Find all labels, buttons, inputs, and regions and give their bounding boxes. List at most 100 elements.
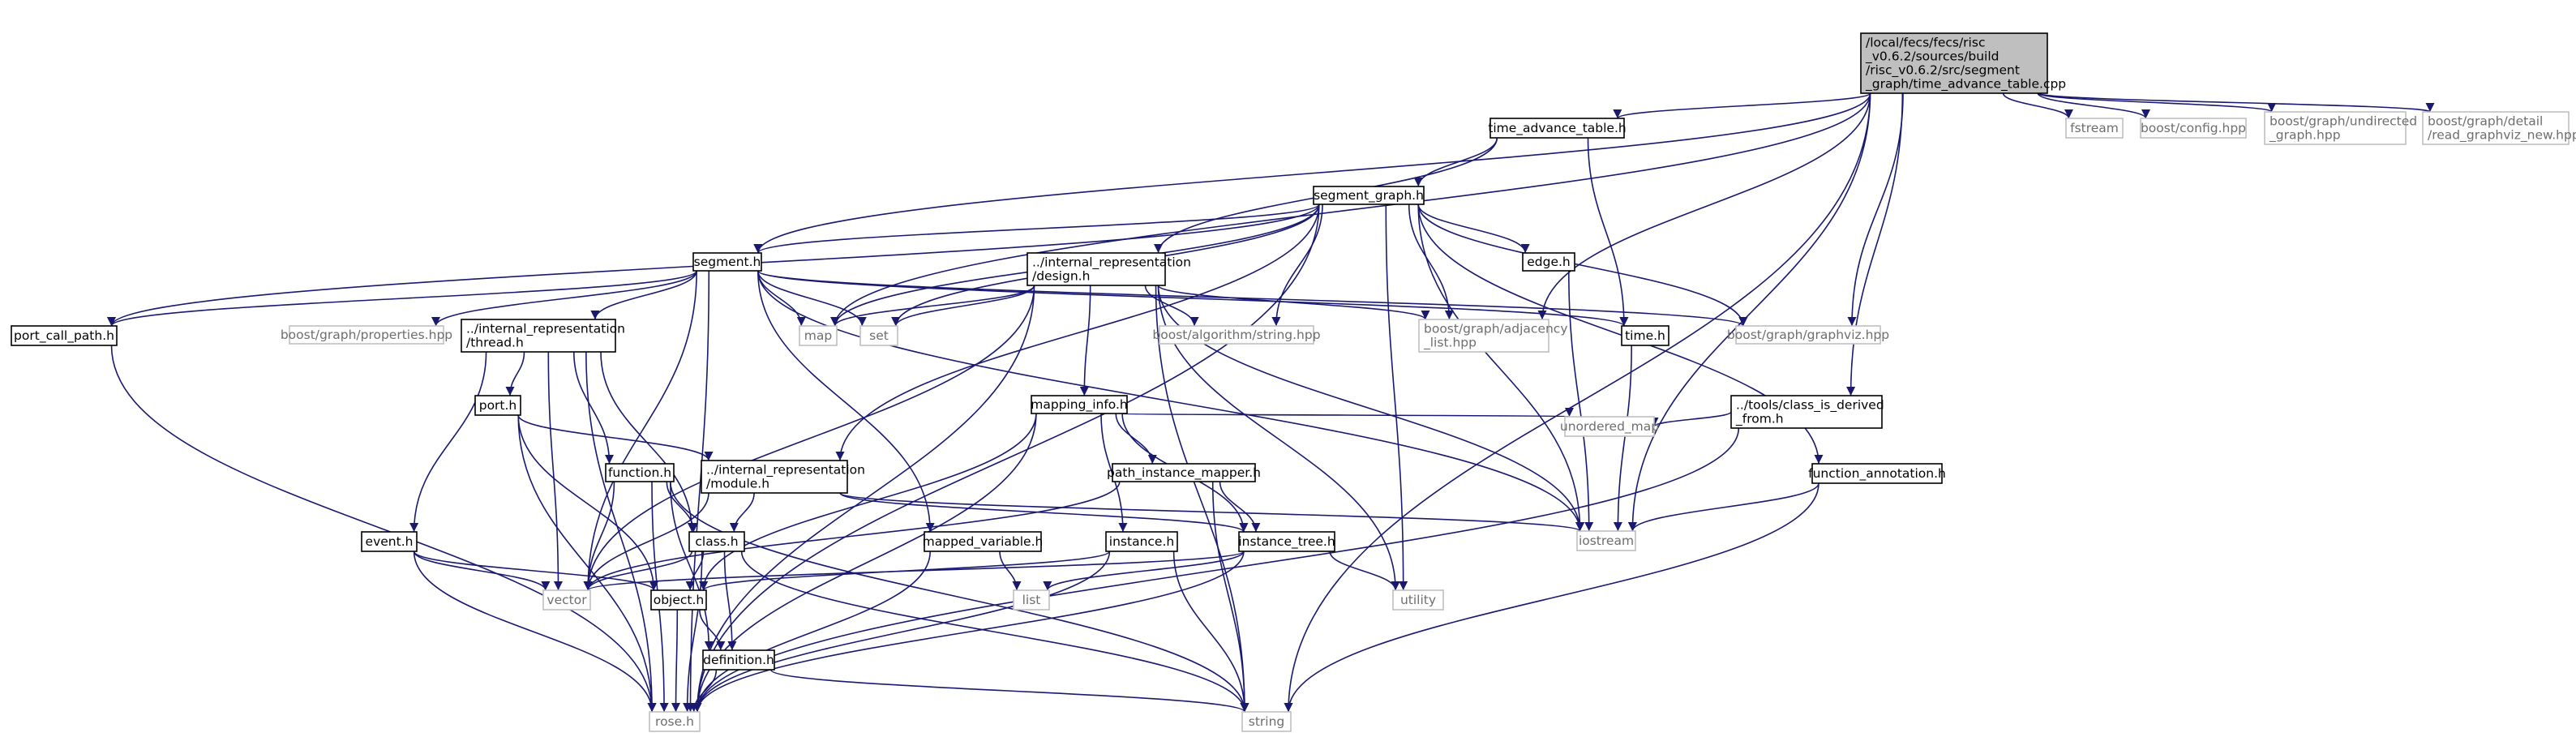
edge-port_call_path_h-to-rose_h — [110, 345, 657, 713]
node-box — [289, 325, 444, 345]
node-mapping-info-h[interactable]: mapping_info.h — [1031, 395, 1128, 414]
edge-design_h-to-set — [891, 285, 1035, 327]
edge-root-to-boost_read_graphviz — [2037, 92, 2434, 113]
node-function-h[interactable]: function.h — [605, 463, 675, 482]
node-box — [2140, 118, 2247, 139]
edge-module_h-to-iostream — [839, 492, 1584, 532]
edge-segment_h-to-time_h — [757, 270, 1629, 327]
node-box — [1105, 531, 1178, 552]
node-box — [702, 649, 775, 671]
node-box — [1576, 530, 1636, 551]
node-boost-undirected: boost/graph/undirected_graph.hpp — [2264, 111, 2417, 145]
edge-mapping_info_h-to-unordered_map — [1121, 406, 1571, 418]
edge-thread_h-to-function_h — [573, 351, 614, 465]
edge-mapped_variable_h-to-list — [999, 551, 1022, 591]
node-instance-tree-h[interactable]: instance_tree.h — [1238, 531, 1335, 552]
edge-segment_graph_h-to-edge_h — [1417, 204, 1530, 254]
node-label: boost/graph/graphviz.hpp — [1727, 328, 1889, 342]
node-vector: vector — [542, 589, 591, 611]
edge-design_h-to-map — [830, 285, 1035, 327]
edge-tat_h-to-time_h — [1587, 137, 1629, 327]
node-box — [542, 589, 591, 611]
node-boost-adjacency: boost/graph/adjacency_list.hpp — [1418, 319, 1568, 353]
edge-mapping_info_h-to-path_instance_mapper_h — [1115, 413, 1157, 465]
node-event-h[interactable]: event.h — [361, 531, 418, 552]
node-label: mapping_info.h — [1031, 397, 1128, 413]
edge-segment_graph_h-to-segment_h — [753, 204, 1320, 254]
node-unordered-map: unordered_map — [1560, 416, 1659, 437]
node-label: utility — [1400, 593, 1436, 607]
node-port-call-path-h[interactable]: port_call_path.h — [11, 325, 118, 346]
node-box — [474, 395, 521, 416]
edge-module_h-to-vector — [583, 492, 709, 591]
edge-segment_graph_h-to-boost_graphviz — [1417, 204, 1748, 327]
edge-event_h-to-rose_h — [413, 551, 657, 713]
node-label: function_annotation.h — [1808, 466, 1946, 482]
edge-segment_h-to-rose_h — [686, 270, 710, 713]
edge-segment_h-to-thread_h — [590, 270, 697, 320]
node-list: list — [1013, 589, 1050, 611]
node-time-h[interactable]: time.h — [1621, 325, 1669, 346]
node-label: edge.h — [1527, 255, 1571, 269]
edge-root-to-segment_h — [753, 92, 1871, 254]
node-class-h[interactable]: class.h — [688, 531, 745, 552]
edge-segment_h-to-boost_graphviz — [757, 270, 1747, 327]
edge-instance_tree_h-to-vector — [584, 551, 1245, 591]
node-box — [1489, 118, 1625, 139]
node-label: ../internal_representation/design.h — [1032, 255, 1191, 284]
node-box — [1159, 325, 1314, 345]
node-box — [1418, 319, 1549, 353]
edge-instance_tree_h-to-utility — [1329, 551, 1400, 591]
node-mapped-variable-h[interactable]: mapped_variable.h — [923, 531, 1044, 552]
node-path-instance-mapper-h[interactable]: path_instance_mapper.h — [1107, 463, 1261, 482]
node-label: iostream — [1579, 533, 1634, 548]
node-box — [361, 531, 418, 552]
node-box — [11, 325, 118, 346]
edge-class_h-to-rose_h — [683, 551, 703, 713]
edge-root-to-class_is_derived_h — [1846, 92, 1904, 396]
node-label: rose.h — [655, 714, 694, 729]
node-label: port_call_path.h — [14, 328, 114, 344]
edge-class_h-to-vector — [583, 551, 693, 591]
edge-time_h-to-iostream — [1613, 345, 1632, 532]
node-box — [1621, 325, 1669, 346]
edge-function_h-to-string — [670, 481, 1249, 713]
node-port-h[interactable]: port.h — [474, 395, 521, 416]
edge-segment_h-to-set — [757, 270, 867, 327]
edge-function_h-to-class_h — [666, 481, 698, 533]
node-edge-h[interactable]: edge.h — [1522, 252, 1575, 272]
node-box — [799, 325, 838, 346]
node-definition-h[interactable]: definition.h — [702, 649, 775, 671]
edge-tat_h-to-segment_graph_h — [1413, 137, 1498, 187]
node-label: instance.h — [1109, 534, 1174, 549]
edges-layer — [107, 92, 2434, 713]
node-box — [650, 589, 707, 611]
node-label: object.h — [654, 593, 705, 607]
edge-port_h-to-module_h — [517, 414, 714, 461]
node-label: function.h — [608, 465, 671, 480]
node-thread-h[interactable]: ../internal_representation/thread.h — [461, 319, 625, 353]
node-segment-h[interactable]: segment.h — [692, 252, 762, 272]
edge-class_is_derived_h-to-unordered_map — [1649, 411, 1732, 427]
node-tat-h[interactable]: time_advance_table.h — [1488, 118, 1627, 139]
edge-design_h-to-mapping_info_h — [1079, 285, 1091, 396]
node-function-annotation-h[interactable]: function_annotation.h — [1808, 463, 1946, 484]
node-box — [688, 531, 745, 552]
node-root[interactable]: /local/fecs/fecs/risc_v0.6.2/sources/bui… — [1860, 32, 2066, 94]
node-design-h[interactable]: ../internal_representation/design.h — [1027, 252, 1191, 286]
node-box — [649, 711, 701, 732]
node-module-h[interactable]: ../internal_representation/module.h — [701, 460, 865, 494]
node-label: boost/config.hpp — [2141, 121, 2246, 135]
node-object-h[interactable]: object.h — [650, 589, 707, 611]
node-box — [2065, 118, 2124, 139]
edge-class_h-to-definition_h — [723, 551, 737, 651]
node-set: set — [859, 325, 898, 346]
node-label: boost/graph/detail/read_graphviz_new.hpp — [2428, 114, 2576, 144]
node-box — [924, 531, 1042, 552]
edge-design_h-to-boost_string — [1144, 285, 1199, 327]
node-segment-graph-h[interactable]: segment_graph.h — [1313, 186, 1425, 205]
node-class-is-derived-h[interactable]: ../tools/class_is_derived_from.h — [1730, 395, 1884, 429]
node-box — [605, 463, 675, 482]
node-instance-h[interactable]: instance.h — [1105, 531, 1178, 552]
